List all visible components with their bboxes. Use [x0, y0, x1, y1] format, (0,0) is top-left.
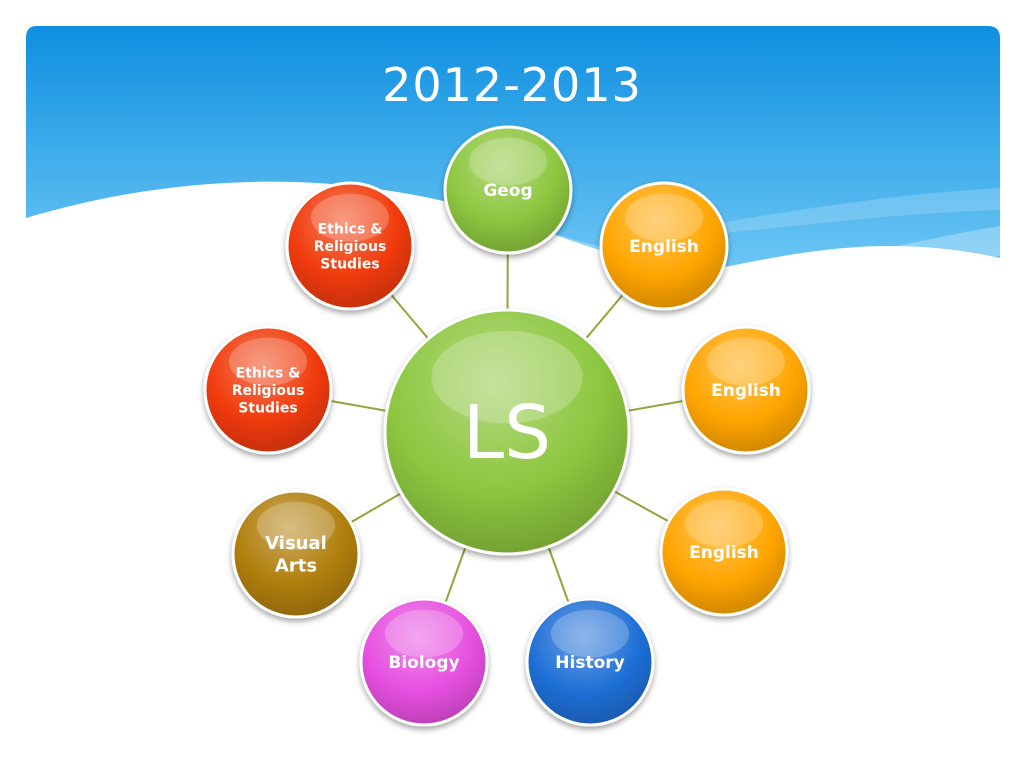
node-label-line: Biology	[388, 653, 459, 673]
node-history: History	[525, 597, 655, 727]
node-label-line: Visual	[265, 533, 327, 554]
connector-visual-arts	[350, 492, 402, 524]
node-label-line: English	[689, 543, 759, 563]
node-label-history: History	[555, 653, 624, 673]
node-history-circle	[525, 597, 655, 727]
hub-node-gloss	[431, 330, 583, 424]
node-english-1-circle	[599, 181, 729, 311]
hub-label: LS	[463, 390, 551, 476]
node-biology-circle	[359, 597, 489, 727]
node-label-line: Arts	[275, 556, 317, 577]
node-label-geog: Geog	[483, 181, 532, 201]
node-english-1-gloss	[624, 193, 704, 242]
node-english-3-gloss	[684, 499, 764, 548]
node-label-english-3: English	[689, 543, 759, 563]
node-label-line: Studies	[320, 256, 379, 272]
node-label-line: Ethics &	[318, 221, 383, 237]
connector-english-3	[613, 490, 670, 523]
hub-node: LS	[383, 308, 631, 556]
node-english-2-circle	[681, 325, 811, 455]
node-label-line: Religious	[314, 239, 387, 255]
node-ethics-1-gloss	[310, 193, 390, 242]
node-label-line: Religious	[232, 383, 305, 399]
node-geog-circle	[443, 125, 573, 255]
node-ethics-2-circle	[203, 325, 333, 455]
node-ethics-2-gloss	[228, 337, 308, 386]
node-geog: Geog	[443, 125, 573, 255]
connector-english-1	[584, 293, 625, 340]
connector-history	[547, 546, 570, 604]
node-english-3-circle	[659, 487, 789, 617]
node-biology: Biology	[359, 597, 489, 727]
connector-biology	[444, 546, 467, 604]
hub-node-circle	[383, 308, 631, 556]
node-geog-gloss	[468, 137, 548, 186]
node-label-english-1: English	[629, 237, 699, 257]
node-visual-arts-gloss	[256, 501, 336, 550]
node-english-1: English	[599, 181, 729, 311]
node-biology-gloss	[384, 609, 464, 658]
connector-ethics-2	[329, 399, 388, 412]
node-label-line: Geog	[483, 181, 532, 201]
node-ethics-1-circle	[285, 181, 415, 311]
node-label-line: Studies	[238, 400, 297, 416]
node-english-2: English	[681, 325, 811, 455]
nodes-layer: LSGeogEnglishEnglishEnglishHistoryBiolog…	[203, 125, 811, 727]
connector-ethics-1	[389, 293, 430, 340]
node-label-line: English	[711, 381, 781, 401]
node-english-3: English	[659, 487, 789, 617]
connector-english-2	[626, 399, 685, 412]
node-history-gloss	[550, 609, 630, 658]
slide-title: 2012-2013	[382, 58, 642, 112]
node-label-line: History	[555, 653, 624, 673]
node-label-line: English	[629, 237, 699, 257]
node-visual-arts-circle	[231, 489, 361, 619]
node-label-line: Ethics &	[236, 365, 301, 381]
wave-highlight	[360, 190, 1000, 294]
node-english-2-gloss	[706, 337, 786, 386]
node-label-english-2: English	[711, 381, 781, 401]
node-label-biology: Biology	[388, 653, 459, 673]
connectors	[329, 252, 685, 604]
